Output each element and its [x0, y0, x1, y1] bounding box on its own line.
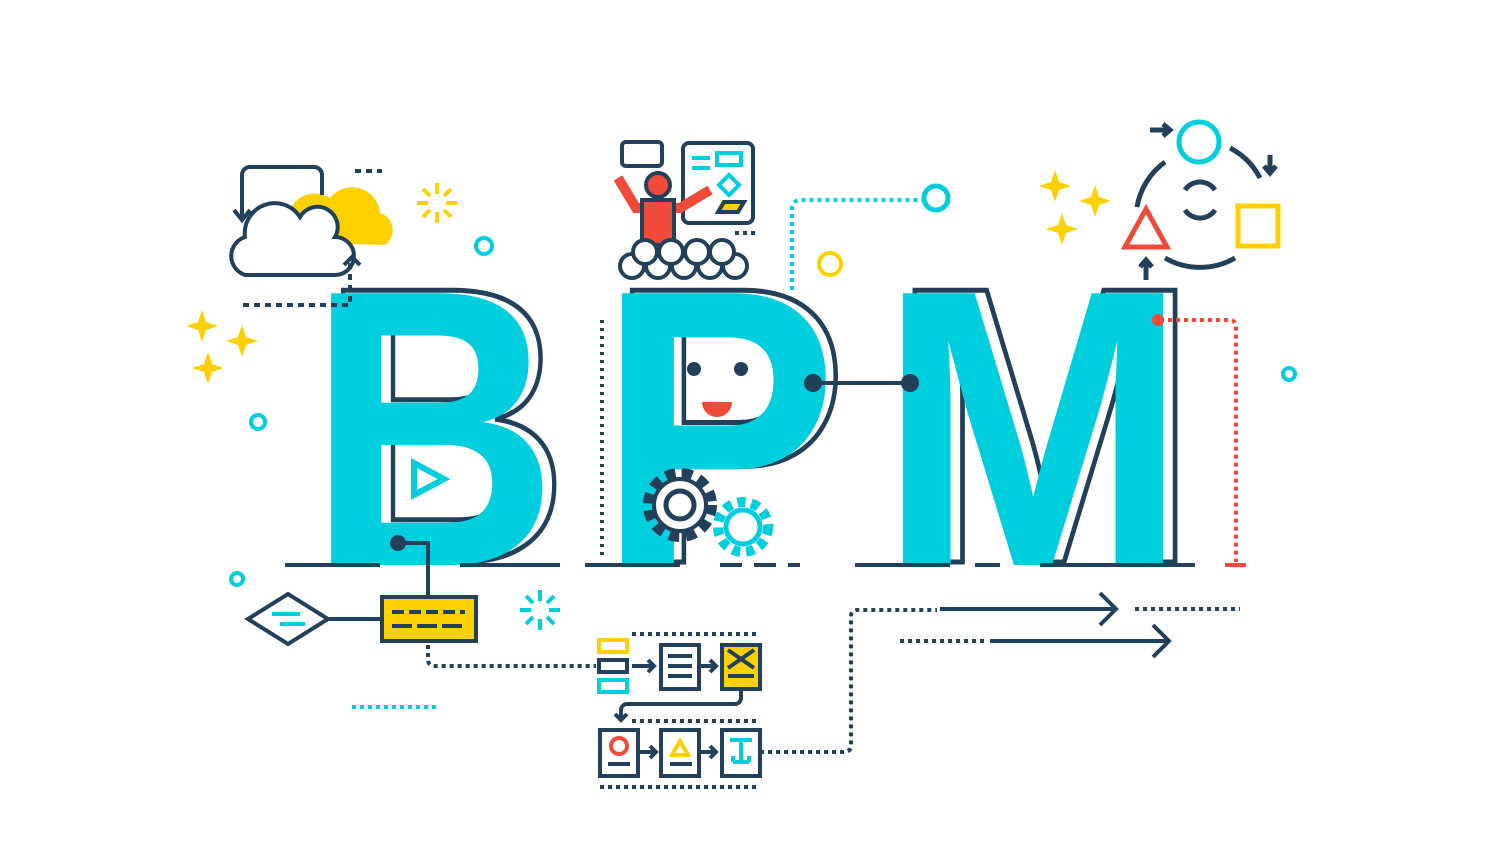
dotted-connectors: [352, 198, 1240, 789]
cloud-icon: [229, 165, 393, 307]
decision-flow: [244, 535, 478, 647]
gear-icon: [643, 468, 773, 557]
letter-m-outline: M: [890, 204, 1200, 646]
play-icon: [411, 458, 451, 500]
bpm-lettering: B B P P M M: [308, 202, 1203, 650]
burst-icon: [417, 183, 560, 630]
baseline: [285, 320, 1195, 567]
smiley-face: [687, 362, 748, 417]
letter-b: B: [308, 207, 558, 649]
arrow-icon: [940, 591, 1172, 659]
letter-p: P: [598, 207, 838, 649]
circle-node: [921, 183, 951, 213]
sparkle-icon: [186, 170, 1111, 384]
connector-p-m: [804, 374, 919, 392]
red-dot: [1152, 314, 1164, 326]
presenter-icon: [613, 140, 755, 280]
cycle-icon: [1120, 119, 1281, 280]
decorative-circles: [229, 236, 1297, 587]
flowchart-icon: [597, 638, 762, 778]
letter-m: M: [878, 207, 1188, 649]
letter-b-outline: B: [320, 204, 570, 646]
